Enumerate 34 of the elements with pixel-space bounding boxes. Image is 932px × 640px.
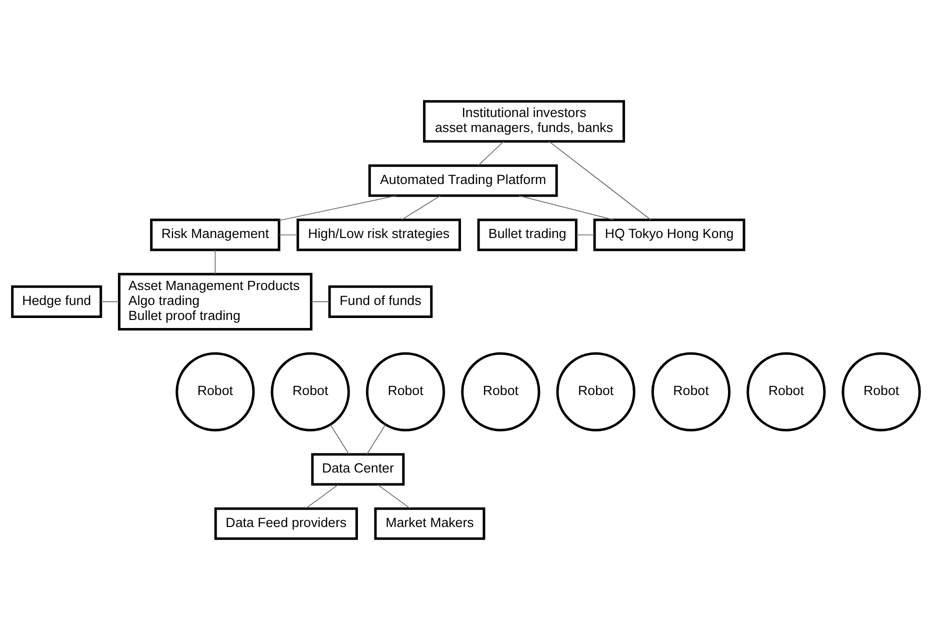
node-box: HQ Tokyo Hong Kong bbox=[593, 218, 746, 252]
connector bbox=[576, 234, 595, 236]
node-circle: Robot bbox=[176, 352, 255, 432]
connector bbox=[366, 424, 386, 455]
node-box: Bullet trading bbox=[477, 218, 578, 252]
node-circle: Robot bbox=[270, 352, 350, 432]
node-box: Automated Trading Platform bbox=[368, 164, 558, 197]
connector bbox=[305, 484, 339, 509]
connector bbox=[401, 195, 441, 220]
node-box: Hedge fund bbox=[11, 285, 102, 318]
node-box: Fund of funds bbox=[328, 285, 433, 318]
connector bbox=[518, 195, 614, 220]
node-box: Institutional investors asset managers, funds, banks bbox=[423, 100, 626, 143]
node-box: High/Low risk strategies bbox=[296, 218, 461, 252]
node-circle: Robot bbox=[461, 352, 540, 432]
connector bbox=[100, 301, 120, 302]
node-box: Asset Management Products Algo trading Bullet proof trading bbox=[118, 272, 312, 330]
connector bbox=[377, 484, 411, 509]
node-box: Data Center bbox=[311, 453, 405, 486]
node-box: Risk Management bbox=[150, 218, 280, 252]
node-circle: Robot bbox=[746, 352, 826, 432]
connector bbox=[330, 424, 350, 455]
node-circle: Robot bbox=[556, 352, 636, 432]
node-circle: Robot bbox=[651, 352, 731, 432]
node-circle: Robot bbox=[842, 352, 921, 432]
connector bbox=[278, 234, 298, 236]
node-box: Data Feed providers bbox=[214, 507, 358, 540]
connector bbox=[478, 141, 504, 166]
node-box: Market Makers bbox=[374, 507, 486, 540]
node-circle: Robot bbox=[366, 352, 446, 432]
connector bbox=[310, 301, 330, 302]
connector bbox=[548, 141, 652, 220]
connector bbox=[278, 195, 396, 221]
connector bbox=[214, 250, 216, 275]
